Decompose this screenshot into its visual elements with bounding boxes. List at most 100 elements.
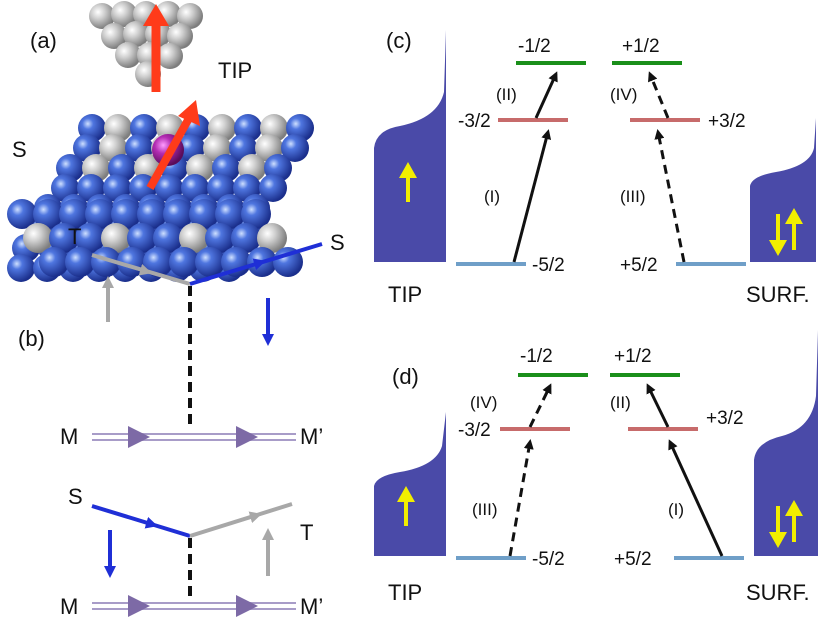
surface-spin-arrows-d — [769, 500, 803, 548]
lower-in-label: S — [68, 484, 83, 509]
surface-atom — [23, 223, 53, 253]
surface-spin-arrows — [769, 208, 803, 256]
surface-atom — [281, 134, 309, 162]
transition-label-I: (I) — [484, 187, 500, 206]
level-label-plus-3-2: +3/2 — [708, 111, 746, 132]
tip-label: TIP — [218, 58, 252, 83]
surface-atom — [189, 199, 219, 229]
transition-I-d — [668, 439, 724, 557]
level-label-minus-3-2-d: -3/2 — [458, 420, 491, 441]
transition-III-d — [508, 439, 534, 557]
tip-label-d: TIP — [388, 580, 422, 605]
surface-atom — [259, 174, 287, 202]
tip-atoms — [89, 1, 203, 87]
surface-atom — [49, 223, 79, 253]
transition-II-d — [646, 383, 670, 428]
tip-moment-arrow — [143, 4, 169, 92]
transition-label-II-d: (II) — [610, 393, 631, 412]
level-label-plus-1-2-d: +1/2 — [614, 346, 652, 367]
transition-label-IV: (IV) — [610, 85, 637, 104]
surface-atom — [91, 247, 121, 277]
upper-in-label: T — [68, 224, 81, 249]
upper-m-out-label: M’ — [300, 424, 323, 449]
surface-atom — [241, 199, 271, 229]
magnon-arrow-left — [128, 426, 150, 448]
surface-atom — [7, 199, 37, 229]
lower-m-out-label: M’ — [300, 594, 323, 619]
panel-a-label: (a) — [30, 28, 57, 53]
surface-atom — [85, 199, 115, 229]
surf-label-c: SURF. — [746, 282, 810, 307]
feynman-diagram-lower: S T M M’ — [60, 484, 323, 619]
surface-atom — [169, 247, 199, 277]
transition-IV — [648, 71, 670, 119]
lower-m-in-label: M — [60, 594, 78, 619]
magnon-arrow-right — [236, 426, 258, 448]
panel-d: (d) TIP SURF. -1/2 +1/2 -3/2 +3/2 -5/2 +… — [374, 330, 818, 605]
surface-dos — [750, 118, 816, 262]
level-label-plus-1-2: +1/2 — [622, 36, 660, 57]
surface-atom — [215, 199, 245, 229]
panel-b: (b) T S M M’ S T — [18, 224, 345, 619]
transition-label-III: (III) — [620, 187, 646, 206]
panel-c: (c) TIP SURF. -1/2 +1/2 -3/2 +3/2 -5/2 +… — [374, 28, 816, 307]
level-label-minus-5-2: -5/2 — [532, 255, 565, 276]
incoming-electron-arrow-lower — [123, 514, 158, 529]
magnon-arrow-right-lower — [236, 595, 258, 617]
surface-atoms — [7, 114, 314, 282]
surface-atom — [7, 254, 35, 282]
surface-atom — [75, 223, 105, 253]
surface-atom — [101, 223, 131, 253]
level-label-plus-5-2-d: +5/2 — [614, 549, 652, 570]
surface-atom — [137, 199, 167, 229]
surface-atom — [153, 223, 183, 253]
surface-atom — [127, 223, 157, 253]
surface-atom — [111, 199, 141, 229]
magnon-arrow-left-lower — [128, 595, 150, 617]
outgoing-electron-arrow — [231, 258, 266, 273]
transition-label-II: (II) — [496, 85, 517, 104]
surface-atom — [59, 199, 89, 229]
surface-atom — [205, 223, 235, 253]
upper-out-label: S — [330, 230, 345, 255]
level-label-minus-1-2: -1/2 — [518, 36, 551, 57]
upper-m-in-label: M — [60, 424, 78, 449]
surface-atom — [163, 199, 193, 229]
transition-label-I-d: (I) — [668, 500, 684, 519]
surface-atom — [179, 223, 209, 253]
level-label-minus-1-2-d: -1/2 — [520, 346, 553, 367]
surface-atom — [33, 199, 63, 229]
surface-atom — [65, 247, 95, 277]
surface-atom — [195, 247, 225, 277]
feynman-diagram-upper: T S M M’ — [60, 224, 345, 449]
transition-IV-d — [528, 383, 552, 428]
level-label-plus-5-2: +5/2 — [620, 255, 658, 276]
incoming-electron-arrow — [117, 261, 152, 276]
tip-dos-d — [374, 412, 446, 556]
tip-spin-up-arrow — [399, 162, 417, 202]
lower-out-label: T — [300, 520, 313, 545]
transition-II — [534, 71, 558, 119]
transition-label-III-d: (III) — [472, 500, 498, 519]
level-label-minus-5-2-d: -5/2 — [532, 549, 565, 570]
surface-atom — [257, 223, 287, 253]
level-label-plus-3-2-d: +3/2 — [706, 408, 744, 429]
outgoing-electron-arrow-lower — [227, 511, 262, 526]
panel-a: (a) TIP S — [7, 1, 314, 282]
surface-atom — [39, 247, 69, 277]
transition-III — [654, 129, 686, 263]
panel-c-label: (c) — [386, 28, 412, 53]
tip-spin-up-arrow-d — [397, 486, 415, 526]
level-label-minus-3-2: -3/2 — [458, 111, 491, 132]
tip-label-c: TIP — [388, 282, 422, 307]
tip-dos — [374, 30, 446, 262]
adatom-moment-arrow — [146, 100, 200, 190]
surface-dos-d — [754, 330, 818, 556]
surface-atom — [231, 223, 261, 253]
surface-label: S — [12, 137, 27, 162]
panel-b-label: (b) — [18, 326, 45, 351]
transition-label-IV-d: (IV) — [470, 393, 497, 412]
panel-d-label: (d) — [392, 364, 419, 389]
transition-I — [512, 129, 552, 263]
